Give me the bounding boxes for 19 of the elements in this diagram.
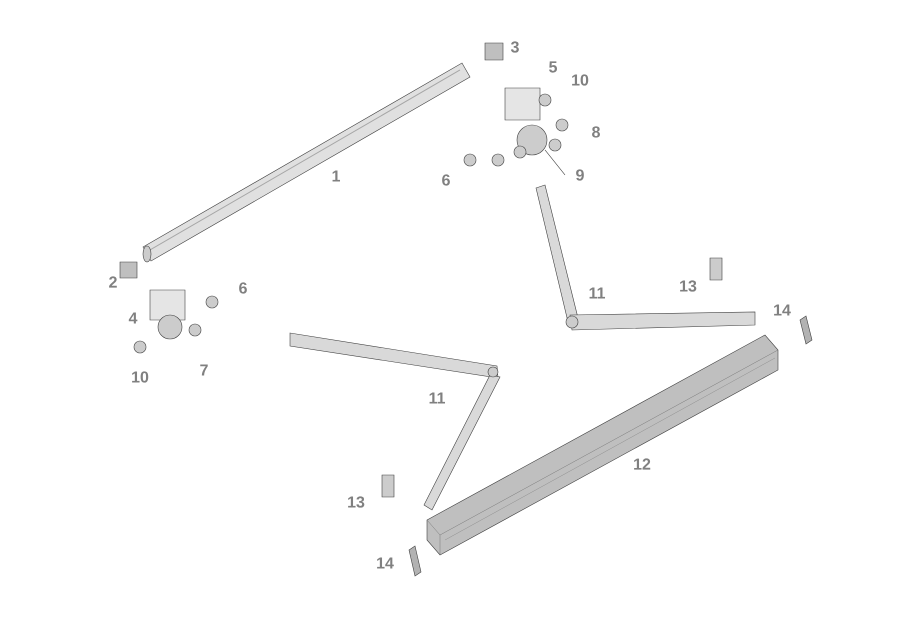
- callout-number: 1: [332, 170, 340, 182]
- callout-number: 3: [510, 41, 519, 53]
- callout-number: 10: [572, 74, 588, 86]
- callout-number: 4: [128, 312, 138, 324]
- callout-number: 12: [634, 458, 650, 470]
- callout-number: 14: [377, 557, 394, 568]
- callout-number: 11: [590, 288, 606, 298]
- callout-number: 2: [109, 276, 117, 288]
- callout-number: 7: [200, 364, 208, 376]
- callout-number: 5: [549, 61, 557, 73]
- callout-number: 6: [239, 282, 247, 294]
- callout-number: 9: [576, 169, 584, 181]
- callout-number: 6: [442, 174, 450, 186]
- callout-number: 11: [430, 392, 446, 404]
- callout-number: 8: [592, 126, 600, 138]
- callout-number: 13: [348, 496, 364, 508]
- callout-number: 10: [132, 371, 148, 383]
- callout-number: 14: [774, 304, 791, 316]
- callout-number: 13: [680, 280, 696, 292]
